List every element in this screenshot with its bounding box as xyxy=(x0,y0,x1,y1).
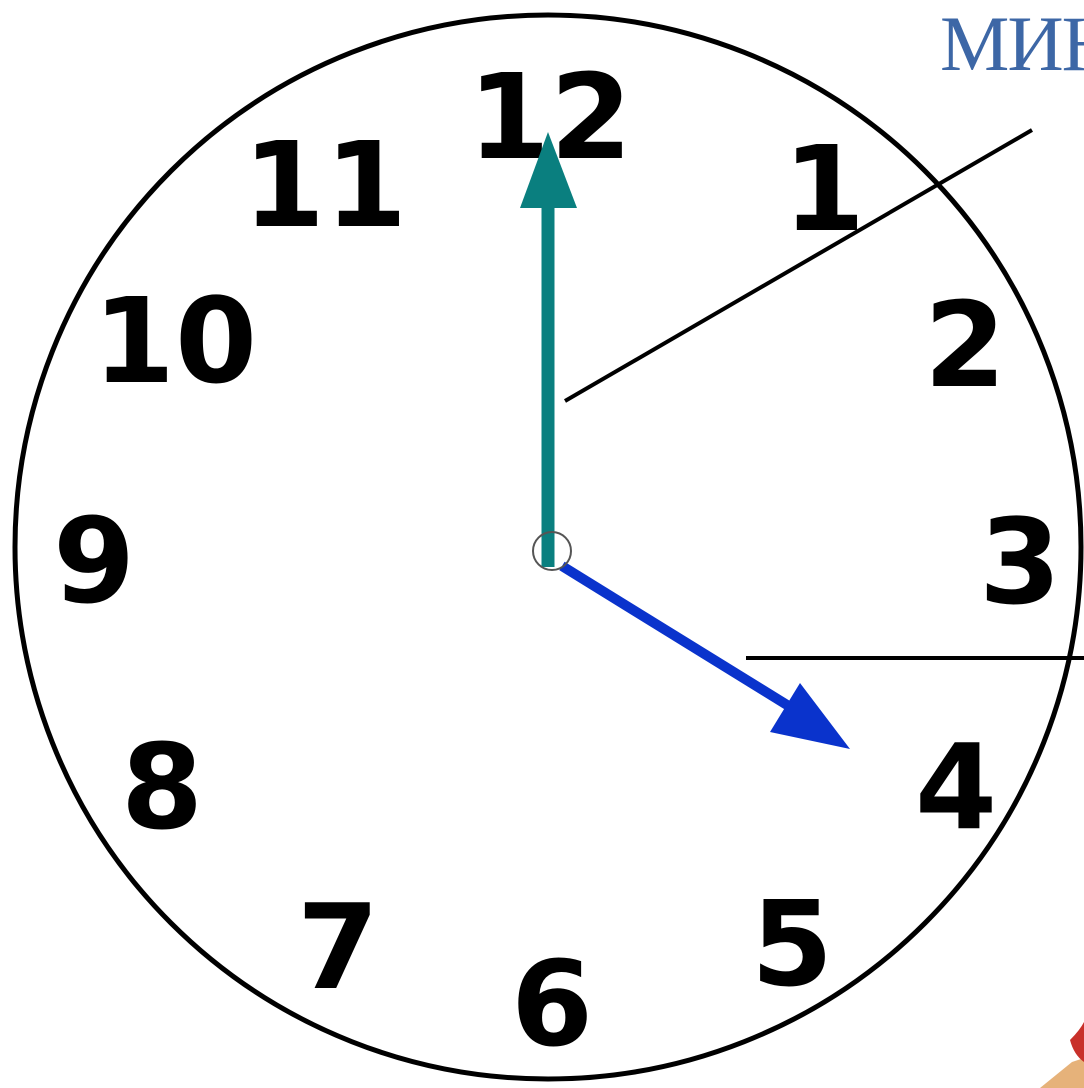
numeral-10: 10 xyxy=(93,272,257,410)
corner-decoration-icon xyxy=(1040,1022,1084,1088)
numeral-6: 6 xyxy=(511,935,593,1073)
numeral-9: 9 xyxy=(53,492,135,630)
top-label: МИН xyxy=(940,0,1084,87)
numeral-4: 4 xyxy=(915,718,997,856)
numeral-1: 1 xyxy=(783,120,865,258)
numeral-11: 11 xyxy=(243,116,407,254)
numeral-3: 3 xyxy=(979,493,1061,631)
numeral-2: 2 xyxy=(924,276,1006,414)
numeral-7: 7 xyxy=(297,878,379,1016)
numeral-8: 8 xyxy=(121,718,203,856)
numeral-5: 5 xyxy=(751,875,833,1013)
